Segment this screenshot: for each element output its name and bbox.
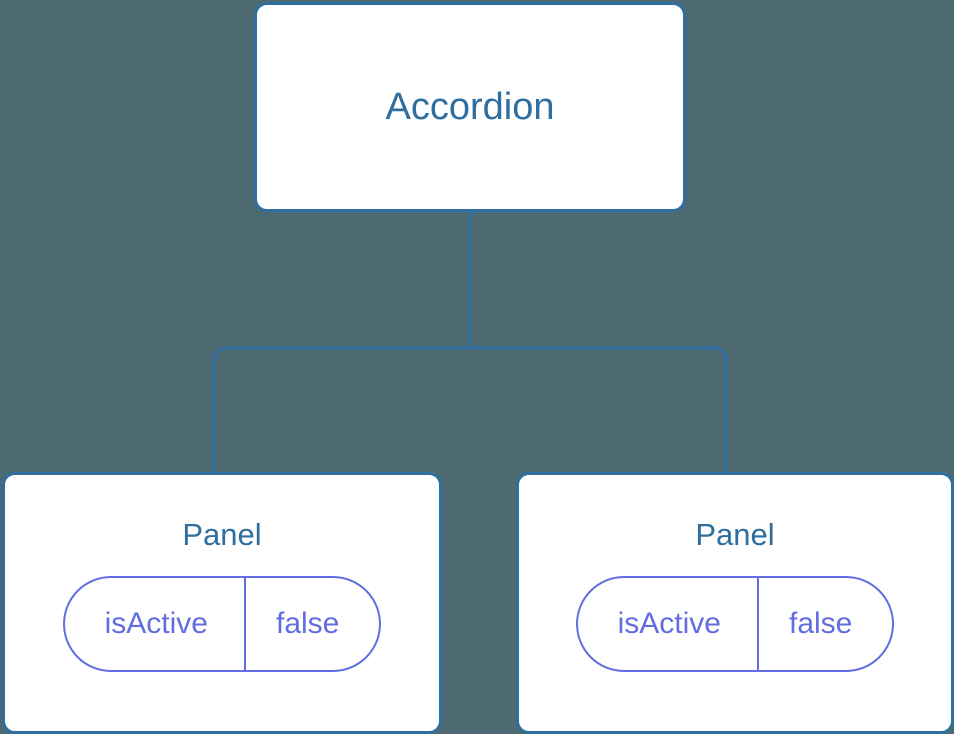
edge-root-to-panel-0 [212, 346, 470, 478]
node-title: Accordion [385, 86, 555, 128]
edge-root-to-panel-1 [470, 346, 728, 478]
state-pill-key: isActive [617, 607, 721, 640]
state-pill-key: isActive [104, 607, 208, 640]
state-pill-value: false [243, 578, 379, 670]
node-title: Panel [182, 517, 262, 552]
state-pill[interactable]: isActive false [62, 576, 382, 672]
node-panel-0[interactable]: Panel isActive false [2, 472, 442, 734]
node-title: Panel [695, 517, 775, 552]
state-pill[interactable]: isActive false [575, 576, 895, 672]
state-pill-value: false [756, 578, 892, 670]
node-panel-1[interactable]: Panel isActive false [516, 472, 954, 734]
node-accordion[interactable]: Accordion [254, 2, 686, 212]
